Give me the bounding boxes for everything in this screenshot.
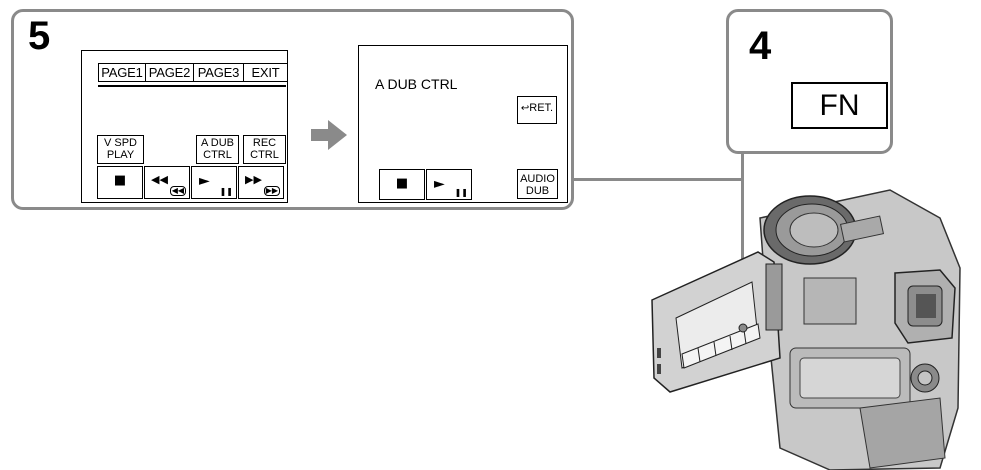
step5-number: 5 [28,14,51,58]
exit-button[interactable]: EXIT [244,63,288,82]
step4-panel: 4 FN [726,9,893,154]
play-label: PLAY [106,149,135,161]
play-pause-button[interactable]: ► ❚❚ [426,169,472,200]
tab-divider [98,85,286,87]
page-tabs: PAGE1 PAGE2 PAGE3 EXIT [98,63,288,82]
v-spd-play-button[interactable]: V SPD PLAY [97,135,144,164]
stop-button[interactable]: ■ [97,166,143,199]
a-dub-ctrl-button[interactable]: A DUB CTRL [196,135,239,164]
audio-dub-button[interactable]: AUDIO DUB [517,169,558,199]
rewind-icon: ◀◀ [151,173,168,186]
tab-page3[interactable]: PAGE3 [194,63,244,82]
play-pause-button[interactable]: ► ❚❚ [191,166,237,199]
a-dub-label: A DUB [200,137,234,149]
step4-number: 4 [749,24,772,68]
stop-button[interactable]: ■ [379,169,425,200]
fast-forward-button[interactable]: ▶▶ ▶▶ [238,166,284,199]
rec-ctrl-button[interactable]: REC CTRL [243,135,286,164]
lcd-screen-a-dub-ctrl: A DUB CTRL ↩RET. ■ ► ❚❚ AUDIO DUB [358,45,568,203]
tab-page1[interactable]: PAGE1 [98,63,146,82]
rewind-button[interactable]: ◀◀ ◀◀ [144,166,190,199]
pointer-line [741,154,744,344]
fast-forward-icon: ▶▶ [245,173,262,186]
ctrl-label: CTRL [203,149,232,161]
connector-line [574,178,744,181]
audio-label: AUDIO [520,173,555,185]
playback-controls: ■ ◀◀ ◀◀ ► ❚❚ ▶▶ ▶▶ [97,166,284,199]
stop-icon: ■ [395,176,409,191]
return-label: RET. [529,102,554,114]
dub-playback-controls: ■ ► ❚❚ [379,169,472,200]
fast-forward-sub-icon: ▶▶ [263,186,280,196]
screen-title: A DUB CTRL [375,76,458,92]
right-arrow-icon [311,120,347,150]
step5-panel: 5 PAGE1 PAGE2 PAGE3 EXIT V SPD PLAY A DU… [11,9,574,210]
dub-label: DUB [525,185,550,197]
pause-icon: ❚❚ [219,187,233,196]
lcd-screen-page3: PAGE1 PAGE2 PAGE3 EXIT V SPD PLAY A DUB … [81,50,288,203]
return-icon: ↩ [520,103,530,114]
rec-label: REC [252,137,277,149]
fn-button[interactable]: FN [791,82,888,129]
camcorder-illustration [651,189,961,470]
play-icon: ► [434,176,445,192]
rec-ctrl-label: CTRL [250,149,279,161]
play-icon: ► [199,173,210,189]
stop-icon: ■ [113,173,127,188]
v-spd-label: V SPD [103,137,137,149]
rewind-sub-icon: ◀◀ [169,186,186,196]
return-button[interactable]: ↩RET. [517,96,557,124]
tab-page2[interactable]: PAGE2 [146,63,194,82]
pause-icon: ❚❚ [454,188,468,197]
